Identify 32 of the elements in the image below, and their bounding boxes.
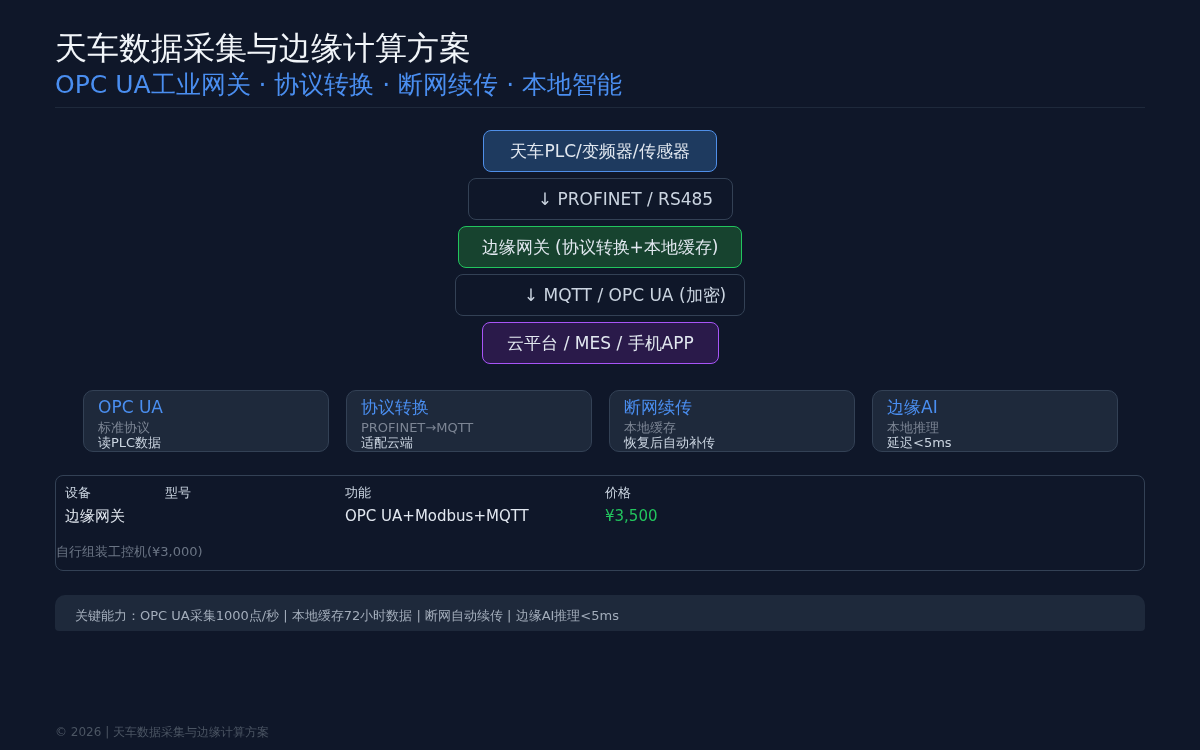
- card-text: 读PLC数据: [98, 435, 162, 450]
- card-title: 边缘AI: [887, 396, 938, 418]
- card-subtitle: PROFINET→MQTT: [361, 420, 474, 435]
- card-title: OPC UA: [98, 396, 163, 418]
- card-subtitle: 标准协议: [98, 420, 150, 435]
- table-header: 价格: [605, 484, 631, 502]
- card-text: 适配云端: [361, 435, 413, 450]
- card-subtitle: 本地缓存: [624, 420, 676, 435]
- feature-card: [609, 390, 855, 452]
- table-header: 型号: [165, 484, 191, 502]
- table-text: 边缘网关: [65, 506, 125, 526]
- summary-bar: 关键能力：OPC UA采集1000点/秒 | 本地缓存72小时数据 | 断网自动续传 | 边缘AI推理<5ms: [55, 595, 1145, 631]
- feature-card: [346, 390, 592, 452]
- card-title: 协议转换: [361, 396, 429, 418]
- page-title: 天车数据采集与边缘计算方案: [55, 28, 471, 68]
- protocol-box: ↓ PROFINET / RS485: [468, 178, 733, 220]
- subtitle: OPC UA工业网关 · 协议转换 · 断网续传 · 本地智能: [55, 69, 623, 101]
- feature-card: [83, 390, 329, 452]
- device-box: 天车PLC/变频器/传感器: [483, 130, 717, 172]
- price-text: ¥3,500: [605, 506, 658, 526]
- card-text: 恢复后自动补传: [624, 435, 715, 450]
- table-header: 设备: [65, 484, 91, 502]
- gateway-box: 边缘网关 (协议转换+本地缓存): [458, 226, 742, 268]
- note-text: 自行组装工控机(¥3,000): [56, 543, 203, 561]
- card-title: 断网续传: [624, 396, 692, 418]
- card-subtitle: 本地推理: [887, 420, 939, 435]
- platform-box: 云平台 / MES / 手机APP: [482, 322, 719, 364]
- protocol-box: ↓ MQTT / OPC UA (加密): [455, 274, 745, 316]
- table-text: OPC UA+Modbus+MQTT: [345, 506, 529, 526]
- table-header: 功能: [345, 484, 371, 502]
- feature-card: [872, 390, 1118, 452]
- card-text: 延迟<5ms: [887, 435, 952, 450]
